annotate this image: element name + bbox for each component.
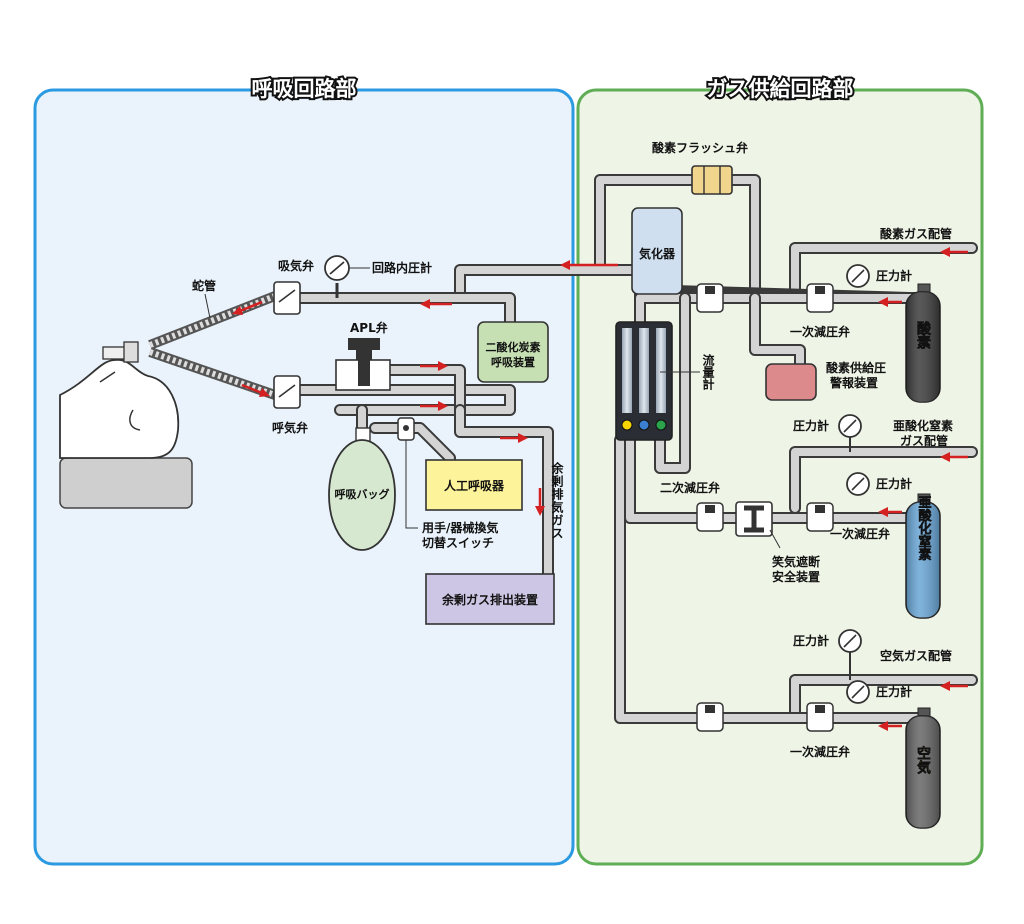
oxygen-cylinder: 酸素 — [905, 283, 941, 403]
pressure-gauge-label-n2o-cyl: 圧力計 — [876, 476, 912, 491]
inspiratory-valve[interactable] — [273, 281, 301, 315]
oxygen-alarm-label-1: 酸素供給圧 — [826, 360, 886, 375]
ventilator[interactable]: 人工呼吸器 — [425, 459, 523, 511]
oxygen-pipe-label: 酸素ガス配管 — [880, 226, 952, 241]
apl-valve[interactable] — [335, 338, 391, 391]
n2o-cutoff-device — [735, 501, 781, 549]
corrugated-tube-label: 蛇管 — [192, 278, 216, 293]
patient-head — [59, 341, 193, 509]
flow-arrows — [232, 247, 968, 731]
arrow-air-cyl — [878, 721, 902, 731]
arrow-to-circuit — [560, 260, 618, 270]
arrow-exp-tube — [241, 383, 270, 397]
arrow-n2o-pipe — [940, 452, 968, 462]
arrow-inspiratory — [420, 299, 452, 309]
regulator-caps — [705, 286, 825, 713]
flowmeter-label: 流量計 — [701, 353, 715, 391]
pressure-gauge-oxygen — [846, 264, 870, 288]
pressure-gauge-label-oxygen: 圧力計 — [876, 268, 912, 283]
arrow-oxygen-pipe — [940, 247, 968, 257]
oxygen-alarm-label-2: 警報装置 — [829, 375, 878, 390]
vaporizer-label: 気化器 — [639, 246, 676, 261]
expiratory-valve-label: 呼気弁 — [272, 420, 308, 435]
primary-regulator-label-oxygen: 一次減圧弁 — [790, 324, 850, 339]
excess-gas-vertical-label: 余剰排気ガス — [550, 461, 564, 540]
breathing-section-title: 呼吸回路部 — [252, 77, 357, 101]
arrow-to-co2 — [420, 401, 448, 411]
circuit-pressure-gauge-label: 回路内圧計 — [372, 260, 432, 275]
arrow-oxygen-cyl — [878, 297, 902, 307]
air-cylinder: 空気 — [905, 707, 941, 829]
inspiratory-valve-label: 吸気弁 — [278, 258, 314, 273]
pressure-gauge-label-air-pipe: 圧力計 — [793, 633, 829, 648]
breathing-bag[interactable]: 呼吸バッグ — [328, 427, 396, 551]
primary-regulator-label-n2o: 一次減圧弁 — [830, 526, 890, 541]
primary-regulator-label-air: 一次減圧弁 — [790, 744, 850, 759]
ventilator-label: 人工呼吸器 — [444, 478, 505, 493]
co2-absorber: 二酸化炭素 呼吸装置 — [477, 321, 549, 383]
arrow-to-excess — [500, 433, 528, 443]
manual-switch-label-1: 用手/器械換気 — [421, 520, 498, 535]
excess-gas-device: 余剰ガス排出装置 — [425, 573, 555, 625]
oxygen-flush-valve[interactable] — [691, 165, 733, 195]
pressure-gauge-n2o-cyl — [846, 472, 870, 496]
regulator-fittings — [696, 283, 834, 732]
excess-gas-device-label: 余剰ガス排出装置 — [441, 592, 538, 607]
gas-section-title: ガス供給回路部 — [707, 77, 854, 101]
arrow-air-pipe — [940, 681, 968, 691]
oxygen-cylinder-label: 酸素 — [915, 320, 931, 350]
vaporizer[interactable]: 気化器 — [631, 207, 683, 295]
oxygen-pressure-alarm — [765, 363, 817, 401]
air-cylinder-label: 空気 — [915, 745, 931, 775]
pressure-gauge-label-air-cyl: 圧力計 — [876, 684, 912, 699]
apl-valve-label: APL弁 — [350, 320, 388, 335]
expiratory-valve[interactable] — [273, 375, 301, 409]
breathing-circuit-panel — [33, 88, 575, 866]
air-pipe-label: 空気ガス配管 — [880, 648, 952, 663]
pressure-gauge-label-n2o-pipe: 圧力計 — [793, 418, 829, 433]
n2o-cutoff-label-1: 笑気遮断 — [772, 554, 820, 569]
arrow-n2o-cyl — [878, 507, 902, 517]
gas-supply-pipes — [454, 174, 978, 724]
arrow-to-apl — [420, 361, 448, 371]
secondary-regulator-label: 二次減圧弁 — [660, 480, 720, 495]
flowmeter[interactable] — [615, 321, 700, 441]
n2o-cylinder-label: 亜酸化窒素 — [916, 496, 932, 562]
manual-switch-label-2: 切替スイッチ — [422, 535, 494, 550]
manual-mechanical-switch[interactable] — [397, 417, 418, 529]
n2o-pipe-label-2: ガス配管 — [900, 433, 948, 448]
co2-absorber-label-2: 呼吸装置 — [491, 355, 535, 369]
breathing-bag-label: 呼吸バッグ — [335, 487, 390, 501]
pressure-gauge-n2o-pipe — [838, 414, 862, 452]
n2o-cutoff-label-2: 安全装置 — [772, 569, 820, 584]
oxygen-flush-label: 酸素フラッシュ弁 — [652, 140, 748, 155]
pressure-gauge-air-cyl — [846, 680, 870, 704]
arrow-excess-down — [535, 488, 545, 516]
arrow-insp-tube — [232, 300, 263, 315]
n2o-pipe-label-1: 亜酸化窒素 — [893, 418, 953, 433]
n2o-cylinder: 亜酸化窒素 — [905, 493, 941, 619]
pressure-gauge-air-pipe — [838, 629, 862, 680]
co2-absorber-label-1: 二酸化炭素 — [486, 340, 541, 354]
